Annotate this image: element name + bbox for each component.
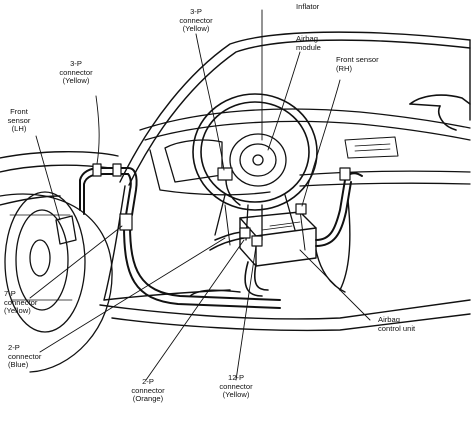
connector-7p-box — [119, 213, 133, 231]
label-12p-connector: 12-P connector (Yellow) — [219, 373, 253, 400]
label-front-sensor-lh: Front sensor (LH) — [7, 107, 31, 134]
steering-wheel — [192, 93, 318, 241]
connector-3p-left-box — [92, 163, 102, 177]
connector-12p-box — [251, 235, 263, 247]
connector-2p-box — [239, 227, 251, 239]
connectors — [92, 163, 351, 247]
front-wheel — [0, 191, 113, 373]
rearview-mirror — [409, 94, 471, 131]
label-2p-connector-blue: 2-P connector (Blue) — [8, 343, 42, 370]
label-airbag-module: Airbag module — [296, 34, 321, 52]
leader-lines — [29, 9, 371, 381]
label-front-sensor-rh: Front sensor (RH) — [336, 55, 379, 73]
car-body-outline — [0, 31, 471, 332]
front-sensor-rh-box — [339, 167, 351, 181]
label-3p-connector-left: 3-P connector (Yellow) — [59, 59, 93, 86]
label-3p-connector-top: 3-P connector (Yellow) — [179, 7, 213, 34]
airbag-module-drawing — [229, 133, 287, 187]
connector-inline-box — [112, 163, 122, 177]
connector-3p-top-box — [217, 167, 233, 181]
label-2p-connector-orange: 2-P connector (Orange) — [131, 377, 165, 404]
label-inflator: Inflator — [296, 2, 320, 11]
label-7p-connector: 7-P connector (Yellow) — [4, 289, 38, 316]
label-airbag-control-unit: Airbag control unit — [378, 315, 416, 333]
connector-rh-box — [295, 203, 307, 215]
